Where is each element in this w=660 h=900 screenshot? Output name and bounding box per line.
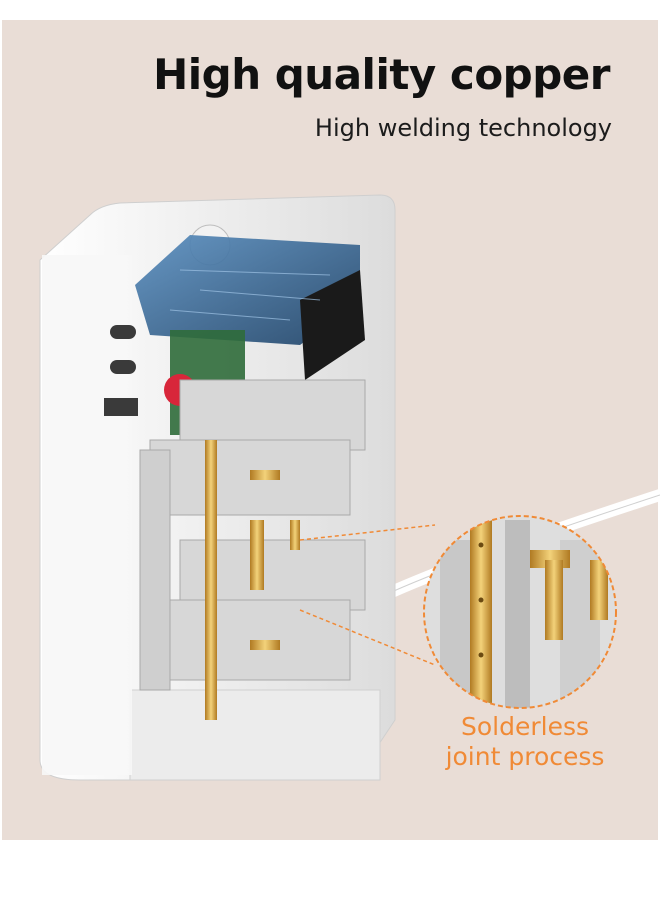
callout-line-1: Solderless [460,712,589,741]
callout-caption: Solderless joint process [420,712,630,772]
usb-ports [104,325,138,416]
usb-a-port-icon [104,398,138,416]
socket-modules [139,379,366,691]
headline: High quality copper [153,50,610,99]
usb-c-port-icon [110,325,136,339]
copper-strips [205,440,300,720]
usb-c-port-icon [110,360,136,374]
subheadline: High welding technology [314,114,612,142]
callout-lines [299,524,436,666]
callout-line-2: joint process [445,742,605,771]
zoom-detail [423,515,617,709]
